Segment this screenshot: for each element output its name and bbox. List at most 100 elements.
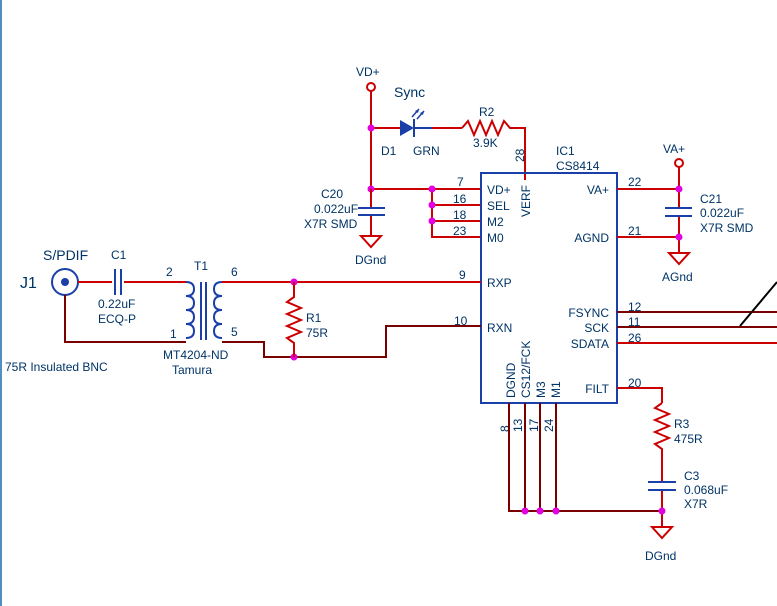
ic1-pin-vaplus-name: VA+: [587, 183, 609, 197]
c3-value: 0.068uF: [684, 483, 728, 497]
ic1-pin-21-num: 21: [628, 224, 642, 238]
r3-value: 475R: [674, 432, 703, 446]
c20-type: X7R SMD: [304, 217, 358, 231]
ic1-pin-12-num: 12: [628, 300, 642, 314]
c21-value: 0.022uF: [700, 206, 744, 220]
t1-secondary-coil-icon: [212, 281, 223, 339]
j1-label: S/PDIF: [43, 247, 88, 263]
c20-value: 0.022uF: [314, 202, 358, 216]
junction-pin18: [428, 217, 436, 225]
transformer-t1: [185, 281, 223, 340]
c1-type: ECQ-P: [98, 312, 136, 326]
d1-value: GRN: [413, 144, 440, 158]
ic1-pin-sck-name: SCK: [584, 321, 609, 335]
ic1-pin-vdplus-name: VD+: [487, 183, 511, 197]
t1-value: MT4204-ND: [163, 348, 229, 362]
dgnd-bottom-label: DGnd: [645, 549, 676, 563]
vd-plus-terminal: [366, 82, 376, 92]
c3-type: X7R: [684, 497, 708, 511]
resistor-r1: [284, 282, 304, 357]
vd-plus-supply: VD+: [356, 65, 380, 92]
ic1-pin-18-num: 18: [453, 208, 467, 222]
j1-desc: 75R Insulated BNC: [5, 360, 108, 374]
wire-filt: [617, 387, 663, 403]
ic1-pin-filt-name: FILT: [585, 382, 609, 396]
ic1-pin-8-num: 8: [498, 425, 512, 432]
r2-ref: R2: [479, 105, 495, 119]
t1-ref: T1: [194, 259, 208, 273]
ic1-pin-m3-name: M3: [534, 381, 548, 398]
junction-b1: [521, 507, 529, 515]
bnc-connector-j1: [51, 268, 79, 296]
led-d1: [400, 108, 432, 137]
ic1-pin-m2-name: M2: [487, 215, 504, 229]
led-triangle-icon: [400, 120, 414, 136]
ic1-pin-cs12-name: CS12/FCK: [519, 341, 533, 398]
resistor-r3: [652, 402, 672, 481]
ic1-pin-fsync-name: FSYNC: [568, 306, 609, 320]
resistor-r2: [461, 118, 526, 180]
c1-ref: C1: [111, 248, 127, 262]
t1-pin-2: 2: [166, 265, 173, 279]
junction-b3: [552, 507, 560, 515]
ic1-pin-m0-name: M0: [487, 231, 504, 245]
d1-name-label: Sync: [394, 84, 425, 100]
ic1-pin-rxn-name: RXN: [487, 321, 512, 335]
ic1-pin-9-num: 9: [459, 268, 466, 282]
ic1-pin-20-num: 20: [628, 376, 642, 390]
c20-ref: C20: [321, 187, 343, 201]
dgnd-label: DGnd: [355, 253, 386, 267]
ic1-pin-m1-name: M1: [549, 381, 563, 398]
t1-pin-5: 5: [231, 325, 238, 339]
wire-pin8: [508, 403, 662, 512]
bnc-center-icon: [61, 278, 69, 286]
t1-pin-1: 1: [170, 327, 177, 341]
ic1-pin-sdata-name: SDATA: [571, 337, 609, 351]
ic1-pin-22-num: 22: [628, 175, 642, 189]
ic1-pin-24-num: 24: [542, 418, 556, 432]
wire-j1-shield: [64, 295, 186, 343]
junction-c21-top: [675, 185, 683, 193]
ic1-pin-agnd-name: AGND: [574, 231, 609, 245]
ic1-pin-13-num: 13: [511, 418, 525, 432]
ic1-pin-16-num: 16: [453, 192, 467, 206]
vd-plus-label: VD+: [356, 65, 380, 79]
ic1-pin-sel-name: SEL: [487, 199, 510, 213]
junction-pin16: [428, 201, 436, 209]
dgnd-symbol-icon: [358, 235, 384, 249]
c1-value: 0.22uF: [98, 297, 135, 311]
ic1-part: CS8414: [556, 159, 600, 173]
t1-pin-6: 6: [231, 265, 238, 279]
c3-ref: C3: [684, 469, 700, 483]
ic1-pin-17-num: 17: [527, 418, 541, 432]
j1-ref: J1: [20, 275, 37, 292]
d1-ref: D1: [381, 144, 397, 158]
junction-agnd: [675, 233, 683, 241]
r1-value: 75R: [306, 326, 328, 340]
ic1-ref: IC1: [556, 144, 575, 158]
t1-maker: Tamura: [172, 363, 212, 377]
t1-primary-coil-icon: [185, 281, 196, 339]
ic-pin-top-num: 28: [513, 148, 527, 162]
ic1-pin-verf: VERF: [519, 185, 533, 217]
dgnd-bottom-symbol-icon: [649, 526, 675, 540]
ic1-body: [480, 172, 618, 404]
junction-d1: [367, 124, 375, 132]
ic1-pin-7-num: 7: [457, 175, 464, 189]
junction-b2: [536, 507, 544, 515]
wire-rxn: [222, 325, 481, 358]
r1-ref: R1: [306, 311, 322, 325]
agnd-symbol-icon: [666, 252, 692, 266]
ic1-pin-rxp-name: RXP: [487, 276, 512, 290]
junction-pin7: [428, 185, 436, 193]
ic1-pin-26-num: 26: [628, 331, 642, 345]
c21-type: X7R SMD: [700, 221, 754, 235]
agnd-label: AGnd: [662, 270, 693, 284]
ic1-pin-23-num: 23: [453, 224, 467, 238]
va-plus-label: VA+: [663, 142, 685, 156]
bus-diagonal-line: [739, 281, 777, 327]
r2-value: 3.9K: [473, 136, 498, 150]
ic1-pin-10-num: 10: [454, 314, 468, 328]
c21-ref: C21: [700, 192, 722, 206]
